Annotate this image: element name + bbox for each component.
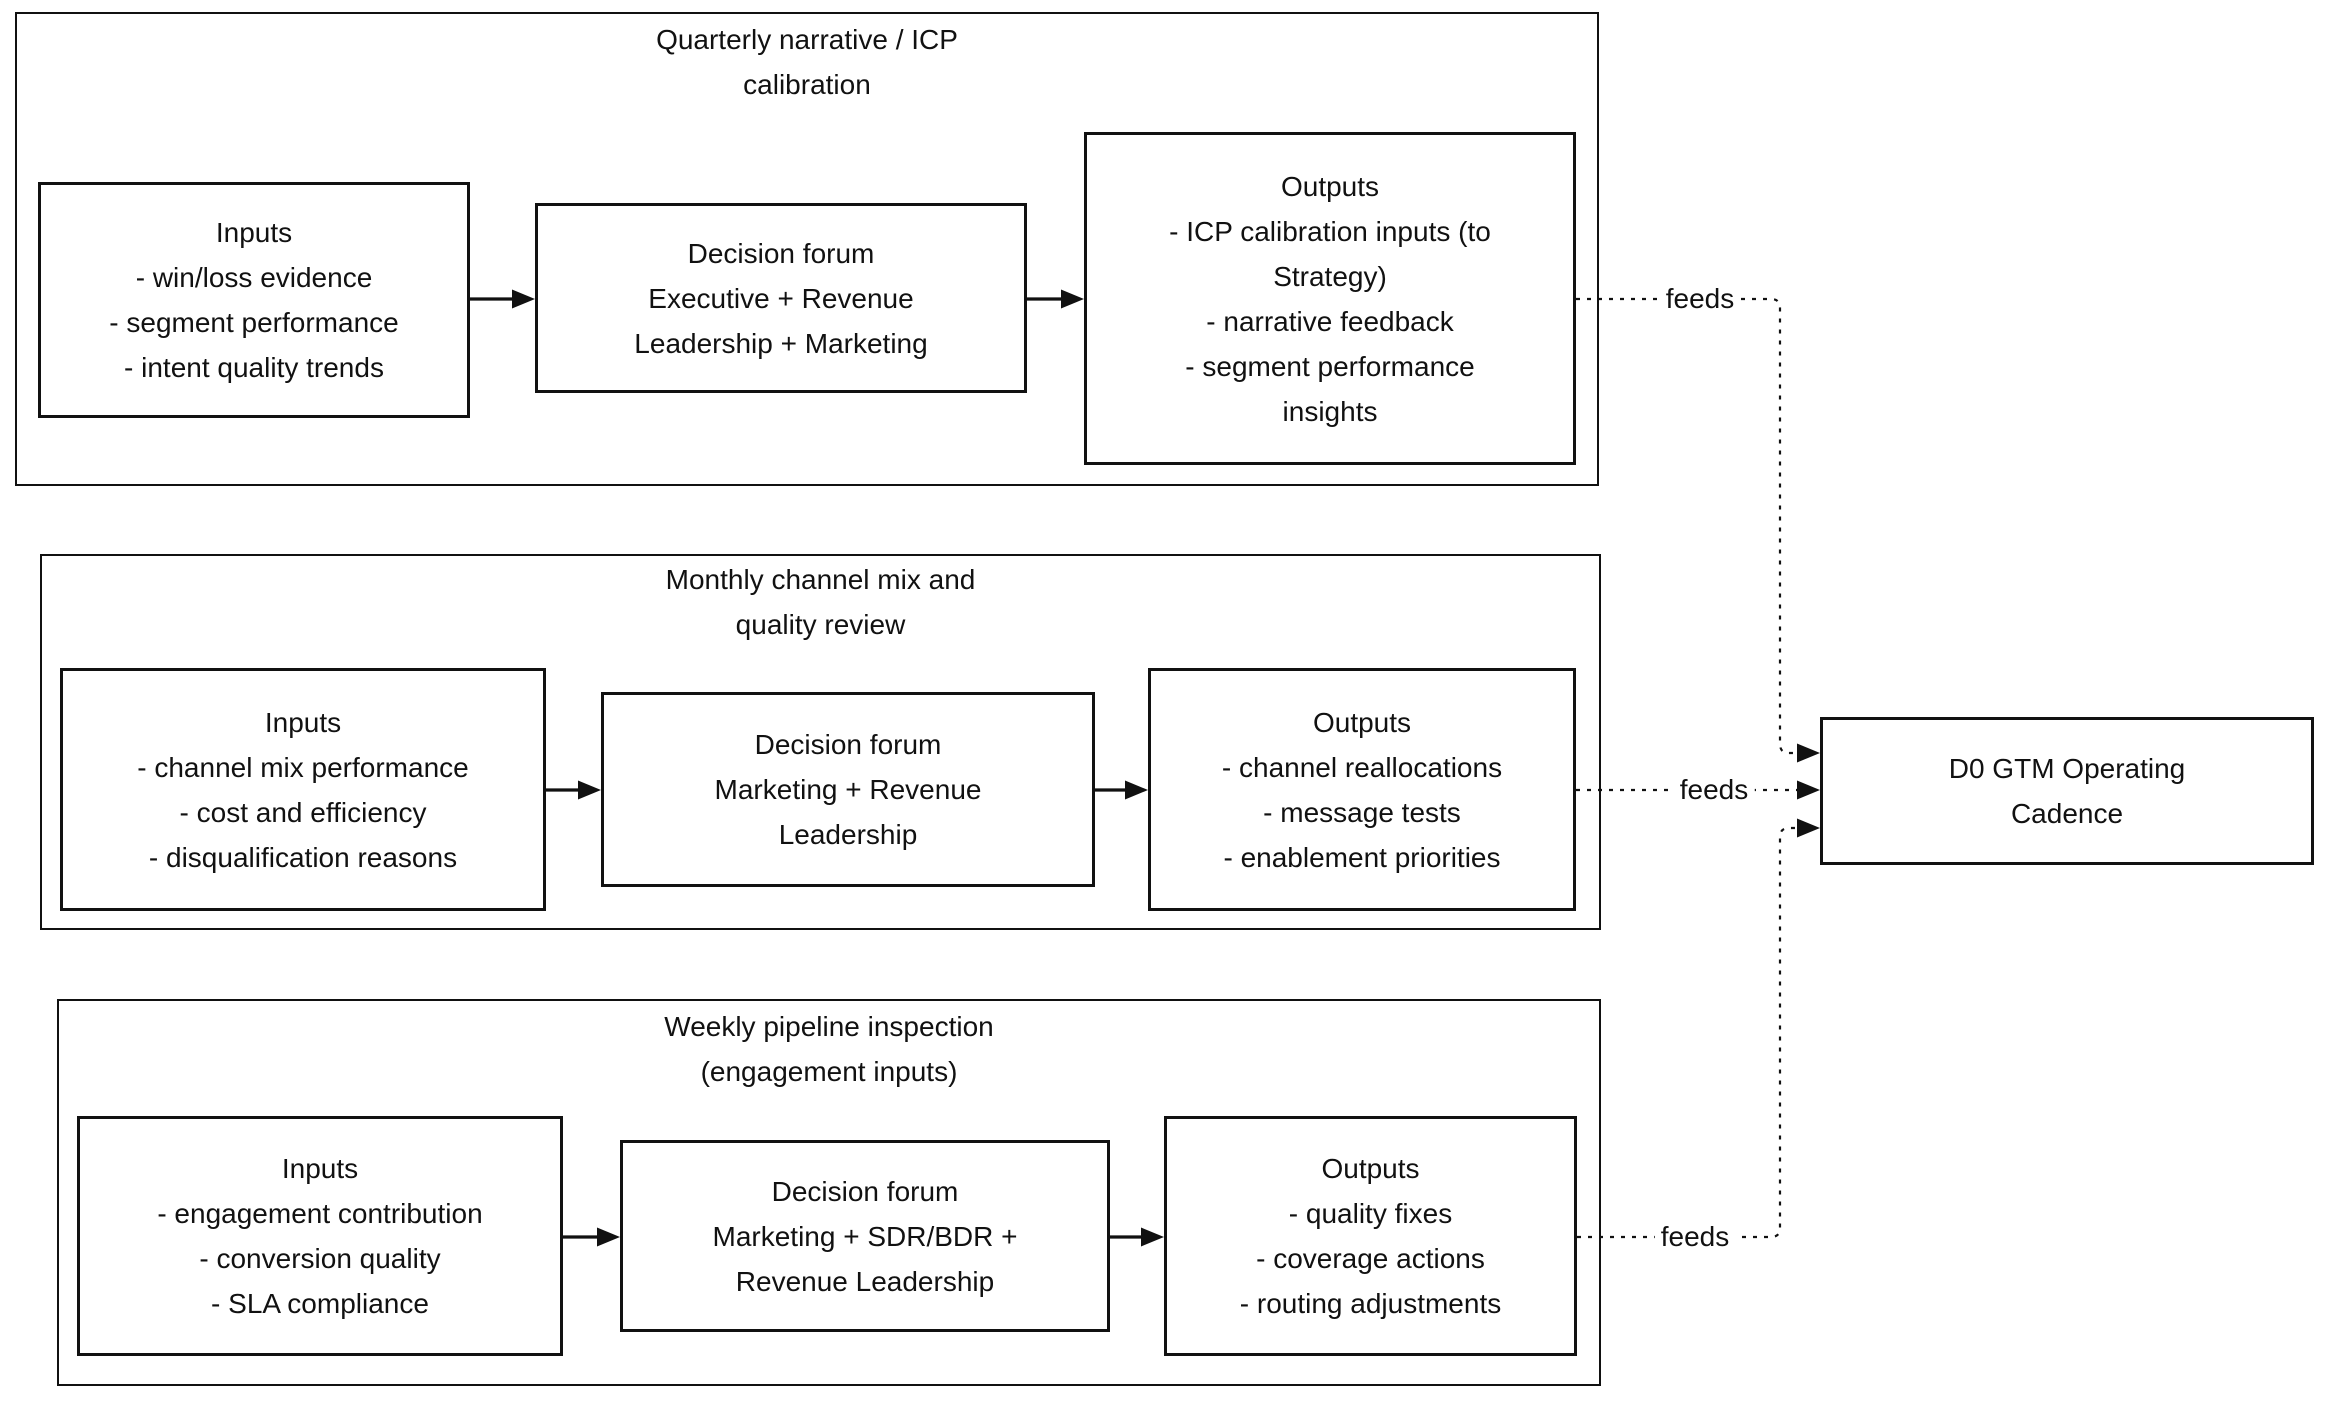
text-line: insights	[1282, 395, 1378, 427]
text-line: - disqualification reasons	[148, 841, 458, 873]
text-line: - channel mix performance	[137, 751, 469, 783]
group-title-weekly: Weekly pipeline inspection (engagement in…	[57, 1004, 1601, 1094]
text-line: - enablement priorities	[1223, 841, 1501, 873]
feeds-edge-label-quarterly: feeds	[1659, 280, 1741, 318]
text-line: calibration	[743, 69, 871, 100]
text-line: Monthly channel mix and	[665, 564, 976, 595]
text-line: D0 GTM Operating	[1948, 753, 2186, 784]
text-line: Weekly pipeline inspection	[664, 1011, 994, 1042]
text-line: Executive + Revenue	[648, 282, 914, 314]
feeds-edge-label-monthly: feeds	[1673, 771, 1755, 809]
feeds-edge-label-weekly: feeds	[1654, 1218, 1736, 1256]
text-line: Marketing + SDR/BDR +	[712, 1220, 1018, 1252]
inputs-box-weekly: Inputs - engagement contribution - convers…	[77, 1116, 563, 1356]
text-line: Marketing + Revenue	[714, 774, 982, 805]
text-line: - narrative feedback	[1206, 305, 1454, 337]
text-line: - coverage actions	[1256, 1243, 1485, 1274]
text-line: Inputs	[281, 1153, 359, 1184]
text-line: - segment performance	[109, 307, 399, 338]
text-line: Outputs	[1312, 706, 1412, 738]
text-line: - conversion quality	[199, 1243, 441, 1274]
text-line: Revenue Leadership	[735, 1265, 995, 1297]
text-line: - segment performance	[1185, 350, 1475, 382]
inputs-box-monthly: Inputs - channel mix performance - cost an…	[60, 668, 546, 911]
text-line: - win/loss evidence	[135, 262, 373, 293]
text-line: - engagement contribution	[157, 1198, 483, 1229]
text-line: quality review	[735, 609, 906, 640]
text-line: Decision forum	[687, 237, 875, 269]
text-line: Leadership	[778, 819, 918, 850]
text-line: Outputs	[1321, 1153, 1420, 1184]
text-line: - ICP calibration inputs (to	[1169, 215, 1491, 247]
text-line: - cost and efficiency	[179, 796, 427, 828]
text-line: Inputs	[215, 217, 293, 248]
text-line: Decision forum	[771, 1175, 959, 1207]
text-line: - channel reallocations	[1221, 751, 1503, 783]
outputs-box-weekly: Outputs - quality fixes - coverage actions…	[1164, 1116, 1577, 1356]
text-line: - intent quality trends	[124, 352, 384, 383]
group-title-quarterly: Quarterly narrative / ICP calibration	[15, 17, 1599, 107]
text-line: Leadership + Marketing	[634, 327, 928, 359]
inputs-box-quarterly: Inputs - win/loss evidence - segment perfo…	[38, 182, 470, 418]
text-line: Strategy)	[1273, 260, 1387, 292]
feeds-connector-weekly	[1577, 818, 1820, 1239]
group-title-monthly: Monthly channel mix and quality review	[40, 557, 1601, 647]
group-frame-quarterly	[15, 12, 1599, 486]
text-line: Quarterly narrative / ICP	[656, 24, 958, 55]
text-line: - SLA compliance	[211, 1288, 429, 1319]
text-line: - quality fixes	[1288, 1198, 1453, 1229]
outputs-box-monthly: Outputs - channel reallocations - message …	[1148, 668, 1576, 911]
text-line: (engagement inputs)	[700, 1056, 958, 1087]
text-line: Decision forum	[754, 729, 942, 760]
text-line: Cadence	[2010, 798, 2124, 829]
feeds-connector-quarterly	[1576, 297, 1820, 763]
text-line: - routing adjustments	[1239, 1288, 1502, 1319]
text-line: Inputs	[264, 706, 342, 738]
text-line: - message tests	[1263, 796, 1461, 828]
text-line: Outputs	[1280, 170, 1380, 202]
